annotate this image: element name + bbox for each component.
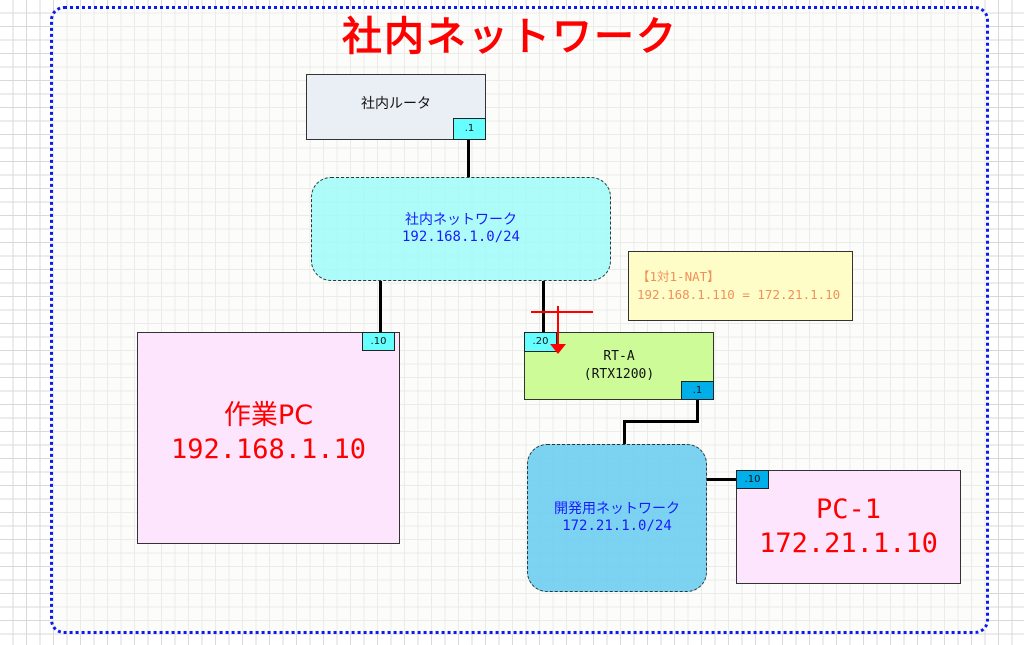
dev-network-subnet: 172.21.1.0/24 — [562, 518, 672, 534]
nat-note-text: 192.168.1.110 = 172.21.1.10 — [637, 287, 841, 302]
office-network-label: 社内ネットワーク — [405, 212, 517, 228]
router-port: .1 — [453, 118, 486, 140]
link-router-officenet — [467, 140, 470, 178]
dev-network-node[interactable]: 開発用ネットワーク 172.21.1.0/24 — [527, 444, 707, 592]
link-officenet-rta — [542, 281, 545, 333]
pc1-node[interactable]: PC-1 172.21.1.10 — [736, 470, 961, 584]
nat-note: 【1対1-NAT】 192.168.1.110 = 172.21.1.10 — [628, 251, 853, 321]
diagram-title: 社内ネットワーク — [342, 14, 678, 60]
work-pc-node[interactable]: 作業PC 192.168.1.10 — [137, 332, 400, 544]
arrow-head-icon — [550, 344, 566, 354]
router-node[interactable]: 社内ルータ — [306, 74, 486, 140]
rt-a-port-out: .1 — [681, 381, 714, 400]
link-rta-devnet-v1 — [696, 400, 699, 422]
office-network-node[interactable]: 社内ネットワーク 192.168.1.0/24 — [311, 177, 611, 281]
pc1-label: PC-1 — [815, 494, 882, 525]
pc1-port: .10 — [736, 470, 769, 489]
router-label: 社内ルータ — [361, 96, 431, 112]
office-network-subnet: 192.168.1.0/24 — [401, 229, 520, 245]
link-rta-devnet-h — [623, 420, 699, 423]
pc1-ip: 172.21.1.10 — [759, 528, 938, 559]
link-rta-devnet-v2 — [623, 420, 626, 445]
blocked-arrow — [531, 306, 593, 354]
link-officenet-workpc — [379, 281, 382, 333]
work-pc-port: .10 — [362, 332, 395, 351]
rt-a-port-in: .20 — [524, 332, 557, 352]
work-pc-ip: 192.168.1.10 — [170, 434, 367, 465]
dev-network-label: 開発用ネットワーク — [554, 501, 680, 517]
work-pc-label: 作業PC — [223, 400, 314, 431]
rt-a-model: (RTX1200) — [583, 367, 655, 382]
link-devnet-pc1 — [706, 478, 738, 481]
rt-a-label: RT-A — [603, 349, 635, 364]
nat-note-heading: 【1対1-NAT】 — [637, 269, 720, 284]
